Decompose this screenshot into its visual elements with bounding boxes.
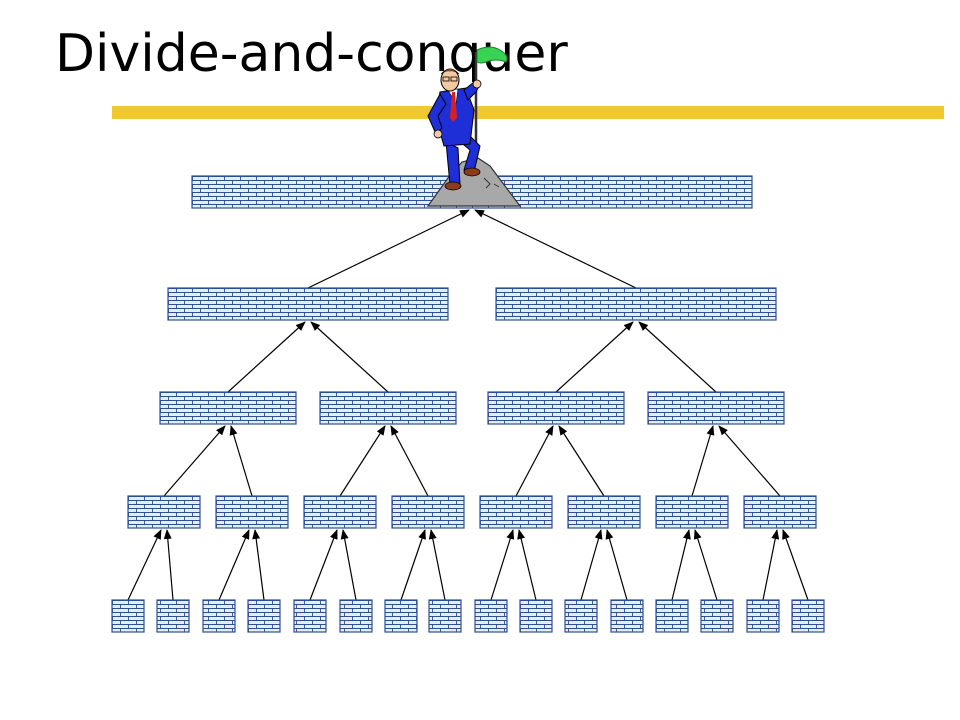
merge-arrow: [558, 425, 605, 497]
merge-arrow: [339, 425, 386, 497]
merge-arrow: [691, 425, 715, 497]
merge-arrow: [252, 529, 265, 601]
brick-wall-icon: [647, 391, 785, 425]
merge-arrow: [229, 425, 253, 497]
merge-arrow: [428, 529, 446, 601]
merge-arrow: [390, 425, 429, 497]
merge-arrow: [555, 321, 634, 393]
brick-wall-icon: [564, 599, 598, 633]
brick-wall-icon: [111, 599, 145, 633]
brick-wall-icon: [610, 599, 644, 633]
brick-wall-icon: [247, 599, 281, 633]
merge-arrow: [163, 425, 226, 497]
merge-arrow: [218, 529, 250, 601]
merge-arrow: [718, 425, 781, 497]
merge-arrow: [782, 529, 809, 601]
merge-arrow: [517, 529, 537, 601]
merge-arrow: [309, 529, 338, 601]
merge-arrow: [227, 321, 306, 393]
brick-wall-icon: [428, 599, 462, 633]
brick-wall-icon: [167, 287, 449, 321]
merge-arrow: [762, 529, 780, 601]
brick-wall-icon: [303, 495, 377, 529]
brick-wall-icon: [746, 599, 780, 633]
merge-arrow: [490, 529, 515, 601]
brick-wall-icon: [384, 599, 418, 633]
brick-wall-icon: [655, 599, 689, 633]
merge-arrow: [693, 529, 718, 601]
merge-arrow: [307, 209, 470, 289]
brick-wall-icon: [495, 287, 777, 321]
merge-arrow: [515, 425, 554, 497]
brick-wall-icon: [567, 495, 641, 529]
brick-wall-icon: [474, 599, 508, 633]
brick-wall-icon: [391, 495, 465, 529]
brick-wall-icon: [479, 495, 553, 529]
brick-wall-icon: [791, 599, 825, 633]
climber-with-flag-icon: [426, 46, 522, 207]
brick-wall-icon: [293, 599, 327, 633]
brick-wall-icon: [215, 495, 289, 529]
brick-wall-icon: [519, 599, 553, 633]
merge-arrow: [605, 529, 628, 601]
merge-arrow: [638, 321, 717, 393]
brick-wall-icon: [339, 599, 373, 633]
brick-wall-icon: [159, 391, 297, 425]
merge-arrow: [163, 529, 174, 601]
merge-arrow: [127, 529, 162, 601]
title-accent-bar: [112, 106, 944, 119]
merge-arrow: [580, 529, 603, 601]
brick-wall-icon: [127, 495, 201, 529]
merge-arrow: [400, 529, 426, 601]
merge-arrow: [474, 209, 637, 289]
brick-wall-icon: [487, 391, 625, 425]
merge-arrow: [671, 529, 691, 601]
brick-wall-icon: [202, 599, 236, 633]
brick-wall-icon: [655, 495, 729, 529]
brick-wall-icon: [156, 599, 190, 633]
merge-arrow: [310, 321, 389, 393]
brick-wall-icon: [743, 495, 817, 529]
brick-wall-icon: [700, 599, 734, 633]
flag-icon: [476, 46, 508, 64]
brick-wall-icon: [319, 391, 457, 425]
merge-arrow: [340, 529, 357, 601]
